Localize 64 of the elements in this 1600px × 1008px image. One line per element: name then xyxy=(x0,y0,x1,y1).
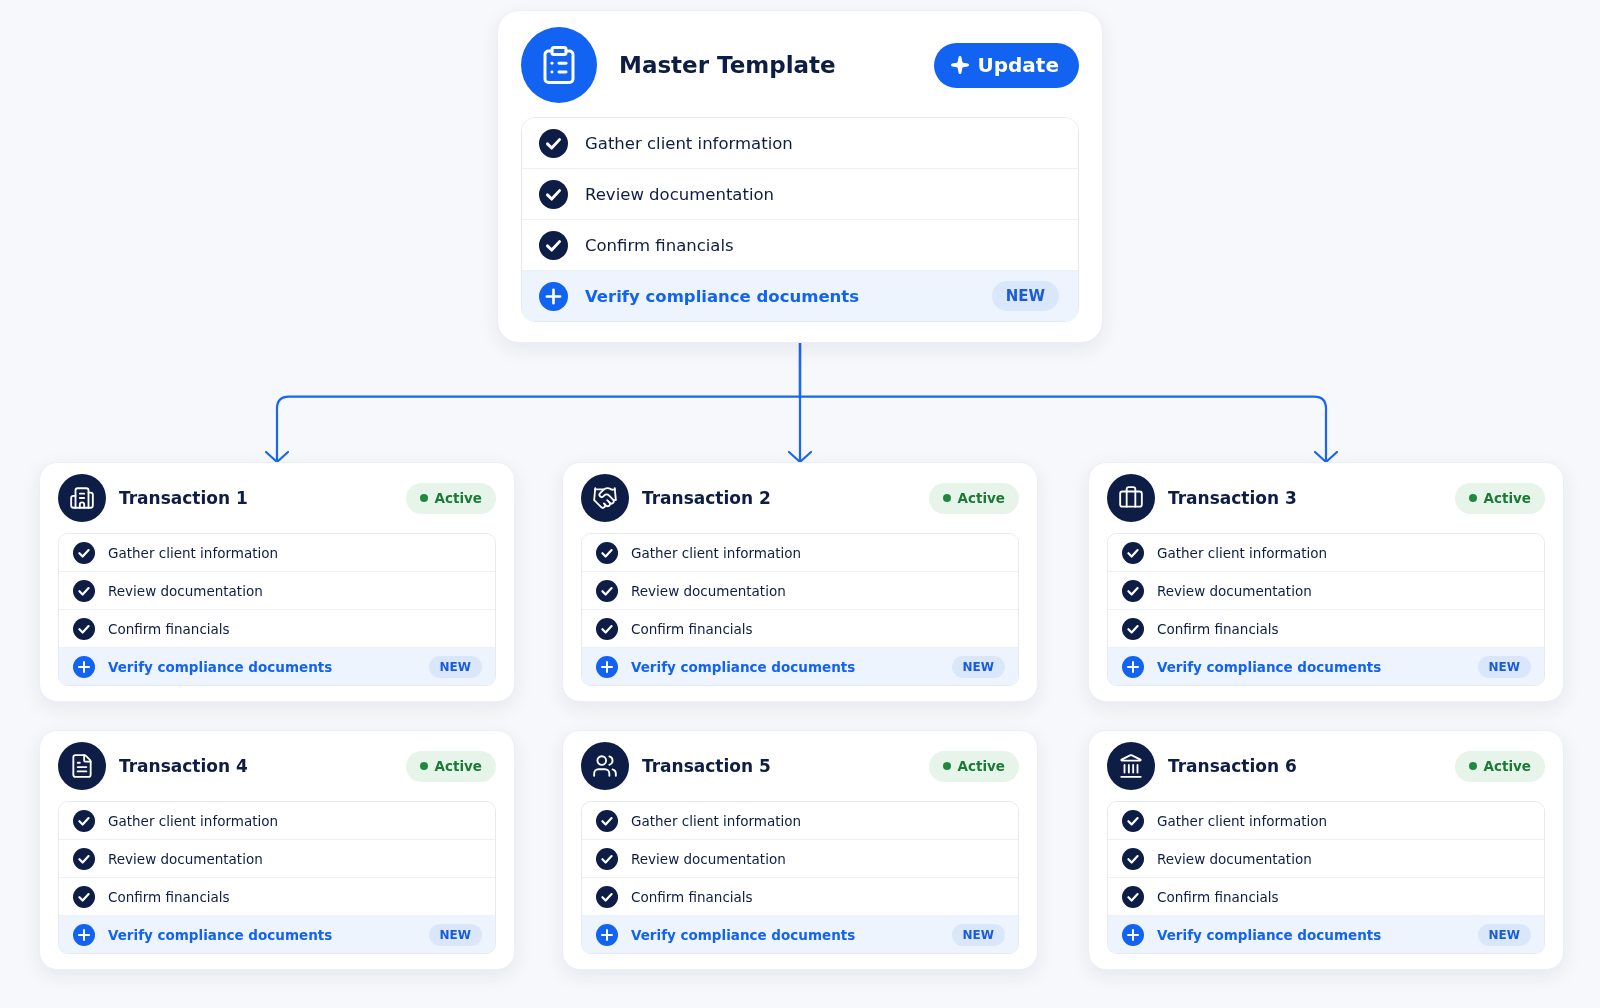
task-label: Verify compliance documents xyxy=(631,926,856,943)
status-label: Active xyxy=(957,758,1005,774)
task-label: Confirm financials xyxy=(631,888,753,905)
task-label: Verify compliance documents xyxy=(1157,658,1382,675)
task-label: Gather client information xyxy=(108,812,278,829)
task-label: Gather client information xyxy=(631,812,801,829)
task-label: Verify compliance documents xyxy=(631,658,856,675)
task-label: Verify compliance documents xyxy=(108,926,333,943)
task-label: Confirm financials xyxy=(631,620,753,637)
card-title: Master Template xyxy=(619,52,837,78)
task-label: Review documentation xyxy=(108,850,263,867)
task-label: Confirm financials xyxy=(108,620,230,637)
task-label: Confirm financials xyxy=(585,235,734,255)
task-label: Confirm financials xyxy=(1157,888,1279,905)
task-label: Review documentation xyxy=(631,582,786,599)
task-label: Gather client information xyxy=(108,544,278,561)
task-label: Gather client information xyxy=(1157,812,1327,829)
task-label: Gather client information xyxy=(1157,544,1327,561)
task-label: Verify compliance documents xyxy=(1157,926,1382,943)
checklist-row xyxy=(1108,647,1544,685)
card-title: Transaction 5 xyxy=(642,756,772,776)
transaction-card xyxy=(562,462,1038,702)
new-tag: NEW xyxy=(951,655,1005,678)
new-tag: NEW xyxy=(428,923,482,946)
new-tag: NEW xyxy=(1477,923,1531,946)
task-label: Review documentation xyxy=(631,850,786,867)
card-title: Transaction 6 xyxy=(1168,756,1298,776)
new-tag: NEW xyxy=(428,655,482,678)
status-label: Active xyxy=(1483,758,1531,774)
card-title: Transaction 1 xyxy=(119,488,249,508)
new-tag: NEW xyxy=(951,923,1005,946)
card-title: Transaction 3 xyxy=(1168,488,1298,508)
transaction-card xyxy=(1088,730,1564,970)
new-tag: NEW xyxy=(1477,655,1531,678)
task-label: Review documentation xyxy=(585,184,775,204)
update-button: Update xyxy=(933,42,1079,88)
status-label: Active xyxy=(1483,490,1531,506)
task-label: Verify compliance documents xyxy=(108,658,333,675)
checklist-row xyxy=(582,915,1018,953)
transaction-card xyxy=(562,730,1038,970)
checklist-row xyxy=(59,647,495,685)
task-label: Review documentation xyxy=(1157,850,1312,867)
transaction-card xyxy=(39,730,515,970)
task-label: Confirm financials xyxy=(1157,620,1279,637)
card-title: Transaction 4 xyxy=(119,756,249,776)
task-label: Confirm financials xyxy=(108,888,230,905)
status-label: Active xyxy=(434,490,482,506)
card-title: Transaction 2 xyxy=(642,488,772,508)
checklist-row xyxy=(582,647,1018,685)
task-label: Gather client information xyxy=(585,133,793,153)
task-label: Gather client information xyxy=(631,544,801,561)
transaction-card xyxy=(39,462,515,702)
status-label: Active xyxy=(957,490,1005,506)
connector-arrow xyxy=(798,341,1339,464)
task-label: Review documentation xyxy=(1157,582,1312,599)
checklist-row xyxy=(59,915,495,953)
task-label: Review documentation xyxy=(108,582,263,599)
checklist-row xyxy=(522,270,1078,321)
transaction-card xyxy=(1088,462,1564,702)
new-tag: NEW xyxy=(991,281,1059,311)
status-label: Active xyxy=(434,758,482,774)
task-label: Verify compliance documents xyxy=(585,286,860,306)
checklist-row xyxy=(1108,915,1544,953)
template-card xyxy=(497,10,1103,343)
